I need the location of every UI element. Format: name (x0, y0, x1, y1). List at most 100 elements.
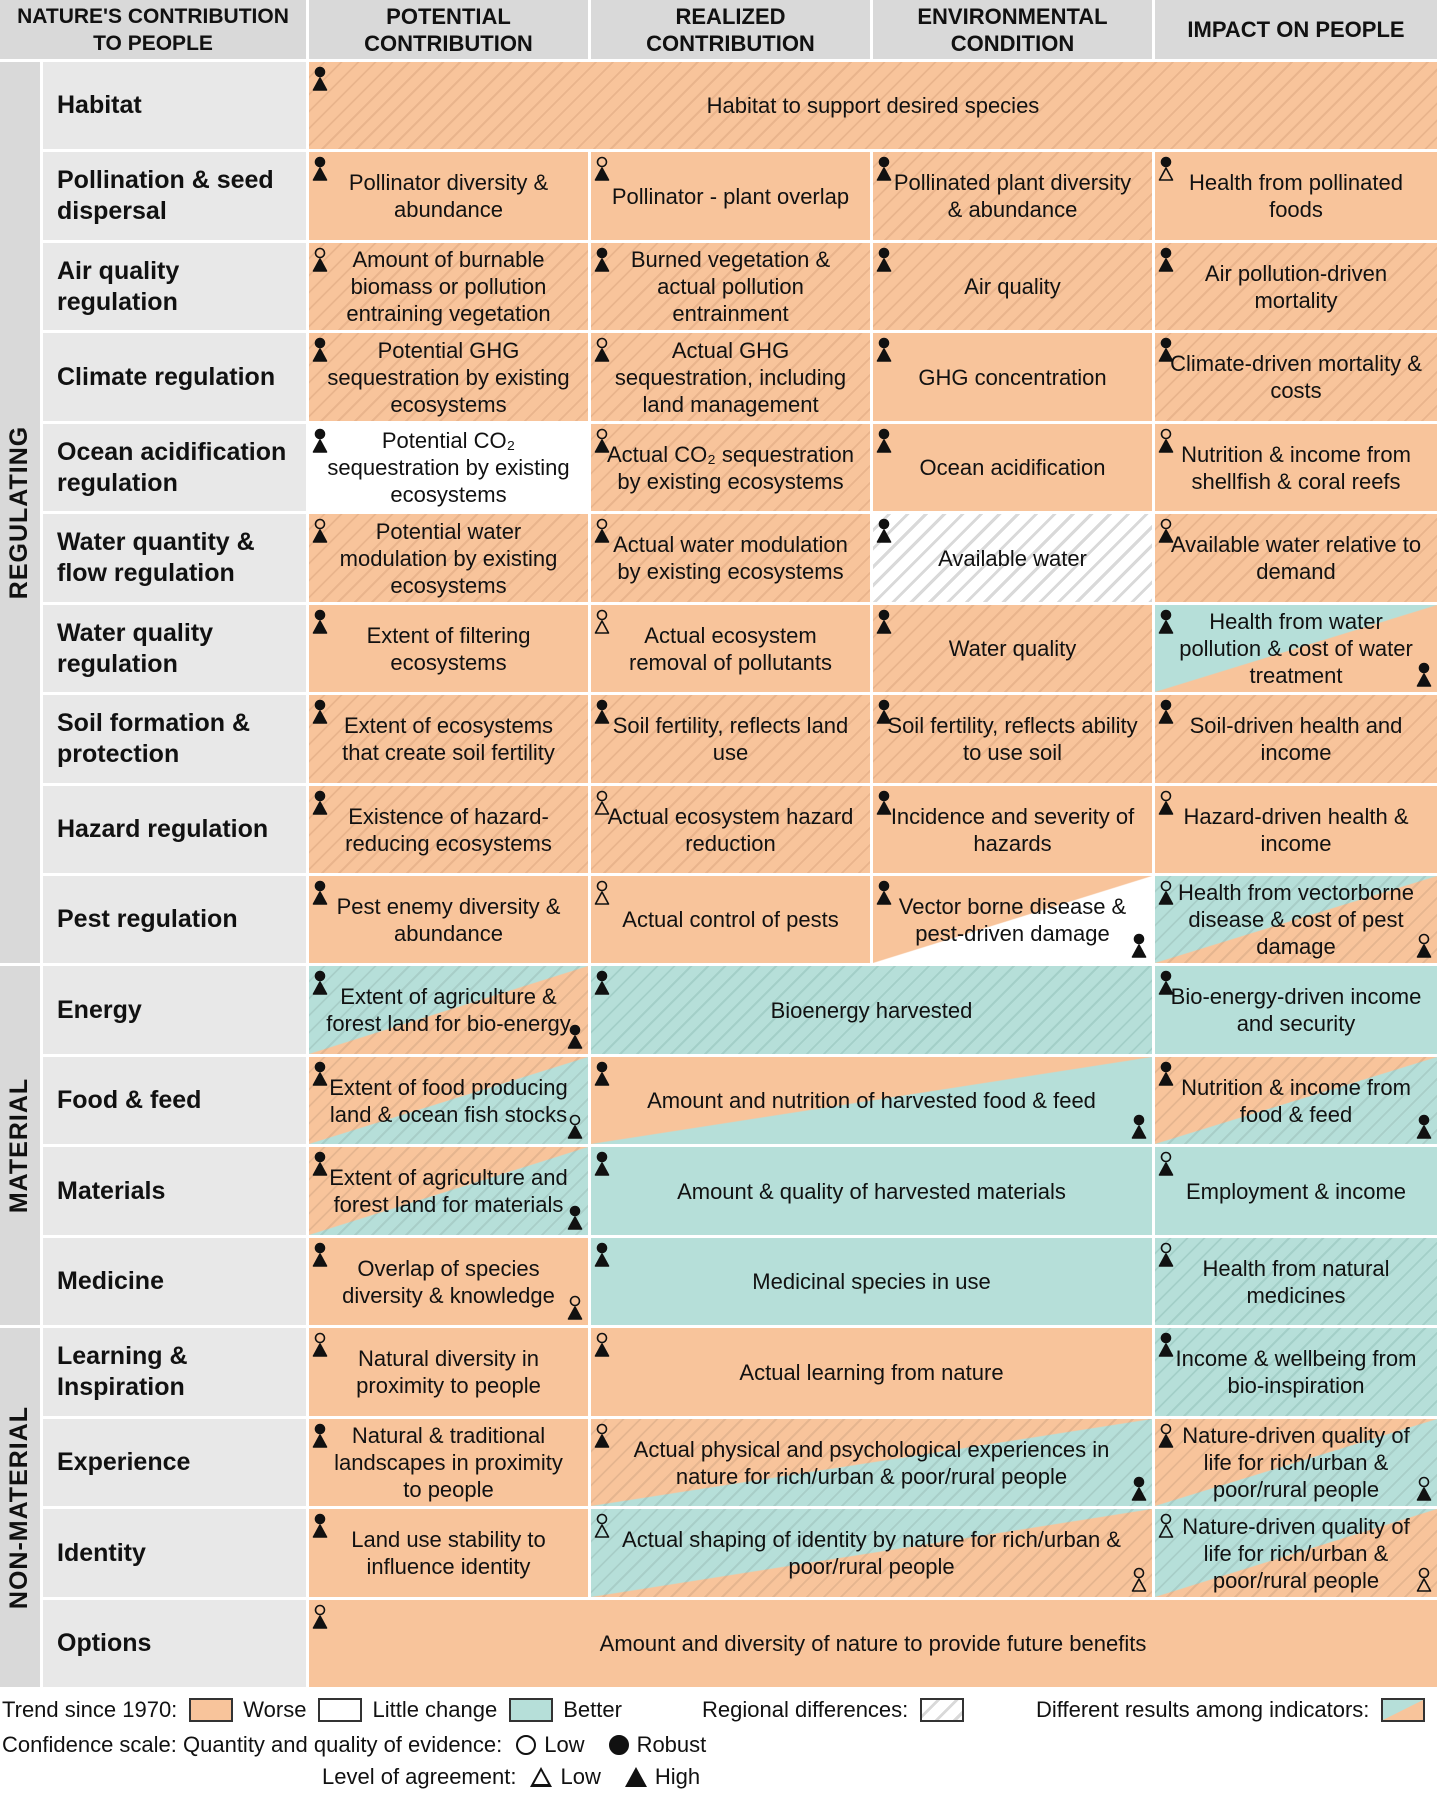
ncp-cell: Actual CO₂ sequestration by existing eco… (591, 424, 873, 514)
row-label-text: Soil formation & protection (57, 709, 251, 768)
ncp-cell-text: Health from natural medicines (1202, 1255, 1390, 1308)
confidence-low-high-icon (1158, 518, 1174, 543)
indicators-swatch (1381, 1697, 1426, 1722)
ncp-cell: Actual learning from nature (591, 1328, 1155, 1419)
row-label: Climate regulation (43, 333, 309, 424)
confidence-low-high-icon (1158, 790, 1174, 815)
row-label-text: Experience (57, 1448, 191, 1476)
confidence-low-high-icon (1158, 1423, 1174, 1448)
indicators-legend: Different results among indicators: (1036, 1696, 1426, 1723)
header-col-2-label: REALIZED CONTRIBUTION (646, 3, 815, 56)
confidence-low-low-icon (1131, 1567, 1147, 1592)
ncp-cell-text: Health from vectorborne disease & cost o… (1178, 880, 1414, 959)
confidence-robust-high-icon (594, 247, 610, 272)
confidence-low-high-icon (594, 1332, 610, 1357)
row-label-text: Climate regulation (57, 362, 276, 391)
ncp-cell-text: Air pollution-driven mortality (1204, 260, 1388, 313)
header-col-3: ENVIRONMENTAL CONDITION (873, 0, 1155, 62)
ncp-cell: Potential water modulation by existing e… (309, 514, 591, 605)
ncp-cell-text: Nature-driven quality of life for rich/u… (1182, 1513, 1410, 1593)
open-circle-icon (516, 1734, 537, 1755)
ncp-cell-text: Extent of filtering ecosystems (366, 622, 531, 675)
ncp-cell: Nutrition & income from food & feed (1155, 1057, 1440, 1147)
confidence-low-high-icon (312, 518, 328, 543)
confidence-robust-high-icon (312, 880, 328, 905)
ncp-cell-text: Actual shaping of identity by nature for… (622, 1527, 1121, 1579)
confidence-low-high-icon (594, 428, 610, 453)
ncp-cell-text: Actual ecosystem removal of pollutants (629, 622, 832, 675)
ncp-cell-text: Overlap of species diversity & knowledge (342, 1255, 555, 1308)
trend-label: Trend since 1970: (2, 1697, 178, 1722)
ncp-cell: Amount of burnable biomass or pollution … (309, 243, 591, 333)
ncp-cell: Medicinal species in use (591, 1238, 1155, 1328)
ncp-cell-text: Burned vegetation & actual pollution ent… (630, 247, 831, 326)
confidence-robust-high-icon (312, 609, 328, 634)
ncp-cell: Potential CO₂ sequestration by existing … (309, 424, 591, 514)
ncp-cell: Actual ecosystem hazard reduction (591, 786, 873, 876)
confidence-robust-high-icon (1158, 1061, 1174, 1086)
confidence-robust-high-icon (1158, 970, 1174, 995)
ncp-cell-text: Actual CO₂ sequestration by existing eco… (607, 441, 854, 494)
ncp-cell-text: Vector borne disease & pest-driven damag… (898, 893, 1127, 946)
confidence-robust-high-icon (312, 1513, 328, 1538)
ncp-cell-text: Bio-energy-driven income and security (1170, 984, 1422, 1036)
row-label: Options (43, 1600, 309, 1690)
ncp-cell-text: Extent of food producing land & ocean fi… (329, 1074, 568, 1127)
confidence-robust-high-icon (312, 699, 328, 724)
ncp-cell-text: Actual water modulation by existing ecos… (613, 532, 848, 584)
ncp-cell: Amount and nutrition of harvested food &… (591, 1057, 1155, 1147)
header-col-4: IMPACT ON PEOPLE (1155, 0, 1440, 62)
ncp-cell: Pollinator - plant overlap (591, 152, 873, 243)
evidence-legend: Confidence scale: Quantity and quality o… (2, 1731, 706, 1758)
confidence-low-high-icon (1416, 1476, 1432, 1501)
ncp-cell: Pollinator diversity & abundance (309, 152, 591, 243)
ncp-cell: Incidence and severity of hazards (873, 786, 1155, 876)
ncp-cell-text: Air quality (964, 274, 1061, 299)
group-label-1: MATERIAL (0, 966, 43, 1328)
header-col-1: POTENTIAL CONTRIBUTION (309, 0, 591, 62)
confidence-robust-high-icon (594, 1151, 610, 1176)
row-label: Hazard regulation (43, 786, 309, 876)
ncp-cell-text: GHG concentration (918, 364, 1107, 390)
ncp-cell: Income & wellbeing from bio-inspiration (1155, 1328, 1440, 1419)
row-label-text: Habitat (57, 91, 142, 119)
group-label-0: REGULATING (0, 62, 43, 966)
ncp-cell: Bioenergy harvested (591, 966, 1155, 1057)
confidence-low-high-icon (312, 247, 328, 272)
confidence-low-low-icon (594, 880, 610, 905)
ncp-cell-text: Habitat to support desired species (706, 93, 1040, 118)
confidence-robust-low-icon (1158, 156, 1174, 181)
row-label-text: Ocean acidification regulation (57, 437, 287, 497)
header-col-1-label: POTENTIAL CONTRIBUTION (364, 3, 533, 56)
ncp-cell: Land use stability to influence identity (309, 1509, 591, 1600)
confidence-robust-high-icon (567, 1205, 583, 1230)
confidence-low-high-icon (567, 1295, 583, 1320)
ncp-cell: Habitat to support desired species (309, 62, 1440, 152)
ncp-cell-text: Medicinal species in use (752, 1269, 991, 1294)
ncp-cell: Natural & traditional landscapes in prox… (309, 1419, 591, 1509)
confidence-robust-high-icon (1131, 1476, 1147, 1501)
ncp-cell: Natural diversity in proximity to people (309, 1328, 591, 1419)
confidence-low-high-icon (312, 1332, 328, 1357)
ncp-cell-text: Amount and nutrition of harvested food &… (647, 1088, 1096, 1113)
ncp-cell: Ocean acidification (873, 424, 1155, 514)
header-col-3-label: ENVIRONMENTAL CONDITION (917, 3, 1108, 56)
open-triangle-icon (530, 1766, 553, 1787)
confidence-low-low-icon (594, 609, 610, 634)
ncp-cell-text: Existence of hazard-reducing ecosystems (345, 803, 552, 856)
ncp-cell: Health from vectorborne disease & cost o… (1155, 876, 1440, 966)
row-label-text: Pest regulation (57, 905, 238, 933)
agreement-label: Level of agreement: (322, 1764, 517, 1789)
ncp-cell-text: Pollinator diversity & abundance (348, 170, 549, 222)
row-label: Food & feed (43, 1057, 309, 1147)
ncp-cell: Pest enemy diversity & abundance (309, 876, 591, 966)
agreement-low-label: Low (560, 1764, 601, 1789)
confidence-robust-high-icon (312, 337, 328, 362)
ncp-cell: Actual control of pests (591, 876, 873, 966)
confidence-robust-high-icon (876, 518, 892, 543)
ncp-cell: Actual ecosystem removal of pollutants (591, 605, 873, 695)
confidence-robust-high-icon (876, 609, 892, 634)
regional-legend: Regional differences: (702, 1696, 974, 1723)
confidence-low-high-icon (594, 518, 610, 543)
confidence-robust-high-icon (876, 247, 892, 272)
